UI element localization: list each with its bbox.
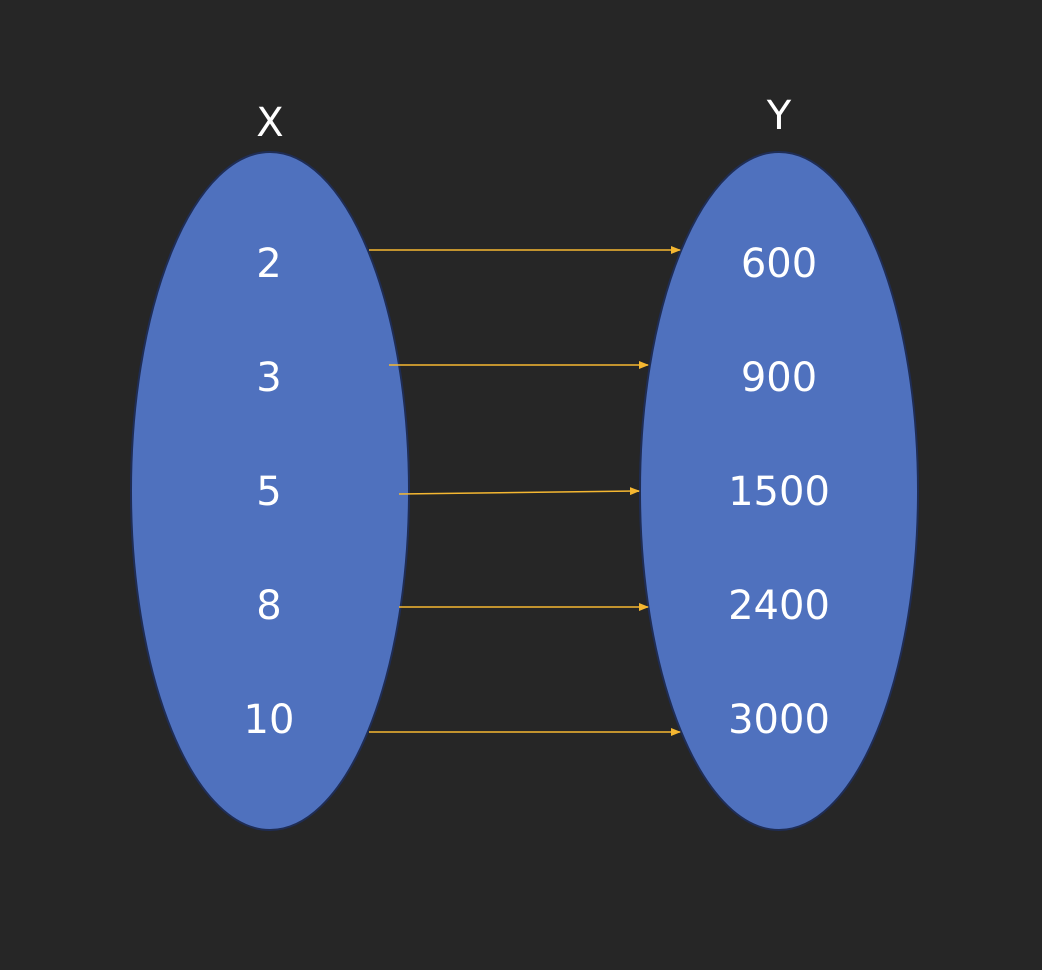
set-y-ellipse: [639, 151, 919, 831]
x-element-label: 2: [256, 241, 281, 287]
y-element-label: 1500: [728, 469, 830, 515]
y-element-label: 900: [741, 355, 817, 401]
mapping-arrow: [398, 487, 640, 496]
x-element-label: 3: [256, 355, 281, 401]
x-element-label: 5: [256, 469, 281, 515]
set-x-ellipse: [130, 151, 410, 831]
y-element-label: 2400: [728, 583, 830, 629]
y-element-label: 600: [741, 241, 817, 287]
x-element-label: 8: [256, 583, 281, 629]
set-x-label: X: [256, 100, 283, 146]
y-element-label: 3000: [728, 697, 830, 743]
set-y-label: Y: [766, 93, 792, 139]
x-element-label: 10: [244, 697, 295, 743]
